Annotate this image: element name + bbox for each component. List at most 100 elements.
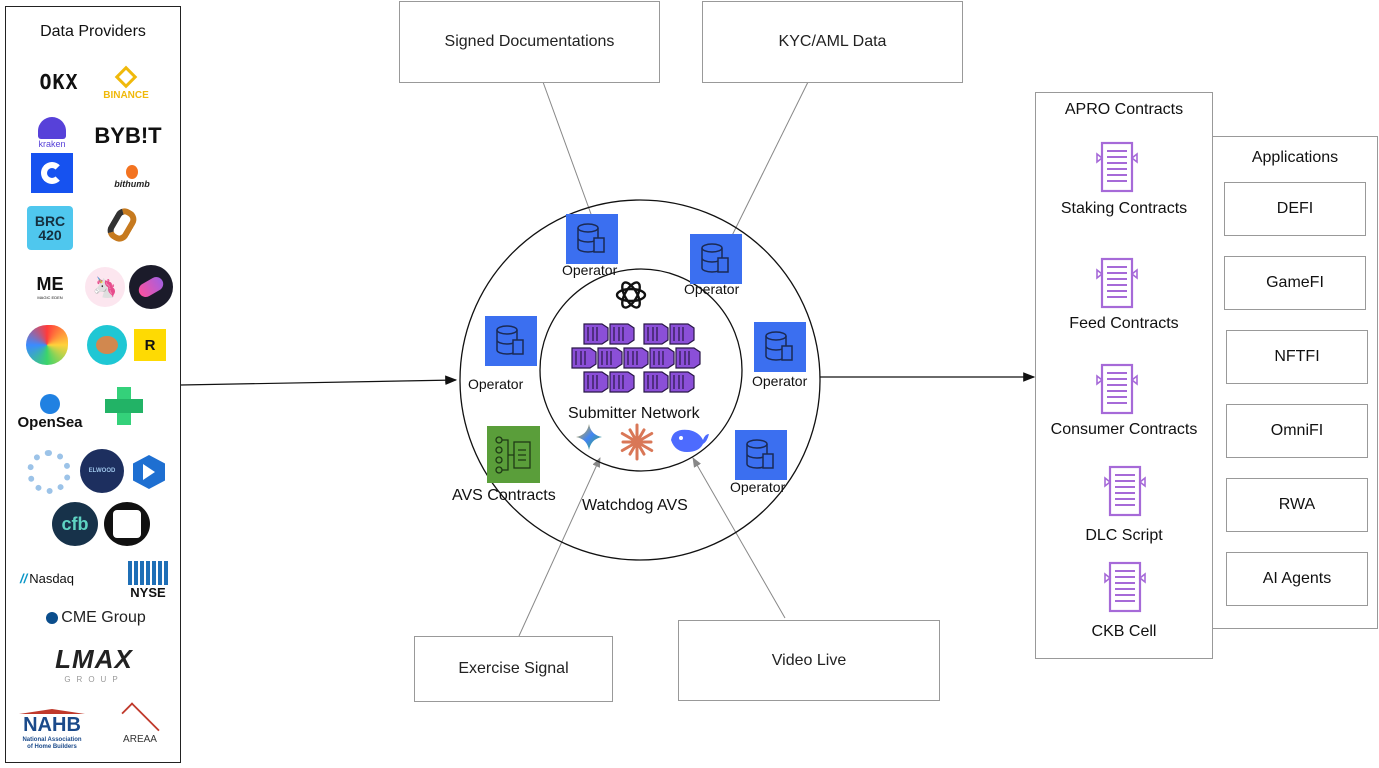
signed-documentations-label: Signed Documentations <box>444 33 615 50</box>
submitter-node-icon <box>571 347 597 369</box>
submitter-node-icon <box>609 371 635 393</box>
application-item: OmniFI <box>1226 404 1368 458</box>
operator-bottom-right <box>735 430 787 480</box>
exercise-signal-box: Exercise Signal <box>414 636 613 702</box>
nasdaq-text: Nasdaq <box>29 570 75 586</box>
submitter-node-icon <box>675 347 701 369</box>
application-label: NFTFI <box>1274 348 1320 365</box>
operator-left-label: Operator <box>468 376 524 392</box>
claude-icon <box>617 422 657 462</box>
providers-to-watchdog-arrow <box>180 375 458 386</box>
watchdog-avs-label: Watchdog AVS <box>582 497 688 514</box>
bithumb-logo: bithumb <box>100 159 164 195</box>
nasdaq-logo: //Nasdaq <box>19 570 75 586</box>
submitter-node-icon <box>669 371 695 393</box>
video-live-label: Video Live <box>771 651 847 669</box>
magic-eden-logo: ME MAGIC EDEN <box>30 271 70 303</box>
green-cube-logo <box>104 385 144 427</box>
application-label: RWA <box>1278 496 1316 513</box>
cme-group-text: CME Group <box>61 609 146 626</box>
binance-logo: BINANCE <box>94 63 158 107</box>
database-icon <box>577 223 605 253</box>
submitter-node-icon <box>669 323 695 345</box>
submitter-network-inner-circle <box>539 268 743 472</box>
application-label: OmniFI <box>1270 422 1324 439</box>
application-item: NFTFI <box>1226 330 1368 384</box>
applications-title: Applications <box>1251 149 1339 166</box>
data-providers-title: Data Providers <box>40 23 146 40</box>
areaa-logo: AREAA <box>104 702 176 749</box>
magic-eden-text: ME <box>36 274 64 294</box>
pancakeswap-logo <box>87 325 127 365</box>
submitter-node-icon <box>649 347 675 369</box>
cme-group-logo: CME Group <box>36 607 156 629</box>
deepseek-icon <box>667 424 709 456</box>
avs-contracts-icon <box>487 426 540 483</box>
kyc-aml-data-box: KYC/AML Data <box>702 1 963 83</box>
opensea-logo: OpenSea <box>12 391 88 433</box>
nahb-text: NAHB <box>23 714 81 736</box>
submitter-nodes <box>570 320 712 393</box>
submitter-nodes-grid <box>571 323 701 393</box>
database-icon <box>765 331 793 361</box>
nyse-text: NYSE <box>130 584 166 600</box>
contract-doc-icon <box>1101 560 1149 614</box>
square-logo <box>104 502 150 546</box>
application-item: AI Agents <box>1226 552 1368 606</box>
operator-bottom-right-label: Operator <box>730 479 786 495</box>
apro-contract-label: Feed Contracts <box>1069 315 1179 332</box>
application-item: RWA <box>1226 478 1368 532</box>
operator-top-label: Operator <box>562 262 618 278</box>
magic-eden-sub: MAGIC EDEN <box>37 295 63 300</box>
contract-doc-icon <box>1093 140 1141 194</box>
opensea-text: OpenSea <box>17 413 83 431</box>
lmax-logo: LMAX GROUP <box>40 643 148 685</box>
submitter-node-icon <box>643 323 669 345</box>
apro-contract-label: CKB Cell <box>1091 623 1157 640</box>
video-live-box: Video Live <box>678 620 940 701</box>
curve-logo <box>26 325 68 365</box>
coinbase-logo <box>31 153 73 193</box>
application-label: AI Agents <box>1262 570 1332 587</box>
signed-docs-line <box>542 81 596 226</box>
cfb-logo: cfb <box>52 502 98 546</box>
application-label: DEFI <box>1276 200 1314 217</box>
blue-play-logo <box>130 451 168 493</box>
submitter-node-icon <box>583 323 609 345</box>
lmax-text: LMAX <box>55 644 133 674</box>
nyse-logo: NYSE <box>124 559 172 601</box>
avs-contracts-label: AVS Contracts <box>452 487 556 504</box>
application-item: GameFI <box>1224 256 1366 310</box>
uniswap-logo: 🦄 <box>85 267 125 307</box>
apro-contracts-panel: APRO Contracts <box>1035 92 1213 659</box>
operator-top-right <box>690 234 742 284</box>
gemini-icon <box>574 422 604 452</box>
database-icon <box>496 325 524 355</box>
kyc-aml-data-label: KYC/AML Data <box>778 33 887 50</box>
areaa-text: AREAA <box>123 734 157 745</box>
bybit-logo: BYB!T <box>94 123 162 148</box>
kraken-text: kraken <box>38 139 66 149</box>
database-icon <box>746 439 774 469</box>
application-label: GameFI <box>1266 274 1324 291</box>
elwood-logo: ELWOOD <box>80 449 124 493</box>
database-icon <box>701 243 729 273</box>
contract-doc-icon <box>1093 256 1141 310</box>
s-chain-logo <box>103 204 141 246</box>
submitter-node-icon <box>643 371 669 393</box>
apro-contract-label: DLC Script <box>1085 527 1163 544</box>
submitter-node-icon <box>623 347 649 369</box>
sushi-logo <box>129 265 173 309</box>
signed-documentations-box: Signed Documentations <box>399 1 660 83</box>
lmax-sub: GROUP <box>64 675 124 684</box>
flowchart-doc-icon <box>495 436 531 474</box>
application-item: DEFI <box>1224 182 1366 236</box>
operator-top-right-label: Operator <box>684 281 740 297</box>
kraken-logo: kraken <box>34 113 70 153</box>
bithumb-text: bithumb <box>114 179 150 189</box>
apro-contract-label: Staking Contracts <box>1060 200 1188 217</box>
apro-contract-label: Consumer Contracts <box>1050 421 1198 438</box>
operator-right-label: Operator <box>752 373 808 389</box>
watchdog-avs-outer-circle <box>459 199 821 561</box>
